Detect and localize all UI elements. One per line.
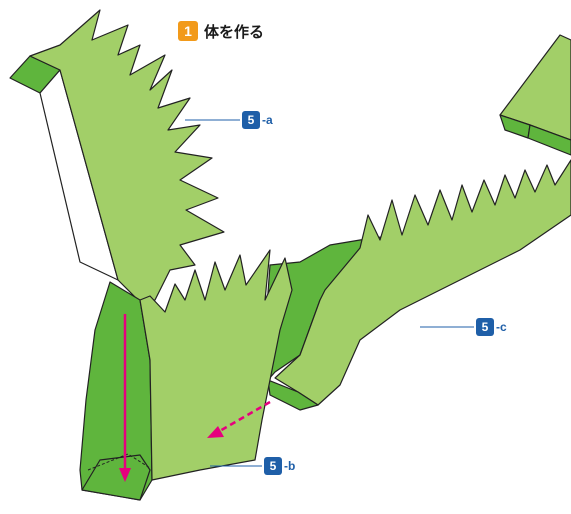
part-label-5b: 5 -b	[264, 457, 295, 475]
part-number-badge: 5	[242, 111, 260, 129]
leader-lines	[185, 119, 474, 467]
fold-line	[87, 453, 151, 471]
down-arrow-head	[119, 468, 131, 482]
body-front-piece	[79, 249, 293, 501]
part-suffix: -b	[284, 459, 296, 473]
body-front-light	[139, 249, 293, 481]
diag-arrow-head	[207, 426, 224, 438]
tail-side-2	[527, 124, 571, 156]
tail-piece	[499, 34, 571, 156]
arrows	[119, 314, 271, 482]
body-bottom	[81, 454, 151, 501]
body-side-tab	[267, 379, 319, 411]
head-spiky-face	[29, 9, 225, 303]
body-side-light	[274, 159, 571, 406]
body-side-piece	[261, 159, 571, 411]
part-number-badge: 5	[264, 457, 282, 475]
part-label-5c: 5 -c	[476, 318, 507, 336]
step-number-badge: 1	[178, 21, 198, 41]
part-suffix: -c	[496, 320, 507, 334]
part-label-5a: 5 -a	[242, 111, 273, 129]
part-number-badge: 5	[476, 318, 494, 336]
part-suffix: -a	[262, 113, 273, 127]
head-piece	[9, 9, 225, 303]
step-title: 1 体を作る	[178, 20, 264, 42]
step-title-text: 体を作る	[204, 22, 265, 41]
diag-arrow-shaft	[217, 400, 271, 434]
